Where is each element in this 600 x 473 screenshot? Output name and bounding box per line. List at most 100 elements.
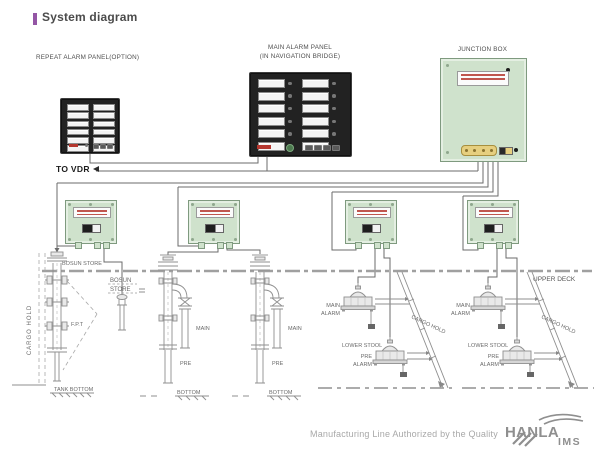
tank-bottom-text: TANK BOTTOM — [54, 387, 94, 393]
nameplate-text-line — [77, 210, 107, 212]
terminal-dot — [473, 149, 477, 152]
alarm-indicator — [332, 106, 336, 111]
cluster1-lower-stool-text: LOWER STOOL — [342, 343, 382, 349]
assembly2-pre-text: PRE — [272, 361, 284, 367]
brand-mark — [69, 144, 78, 147]
panel-button[interactable] — [100, 144, 106, 149]
alarm-indicator — [332, 132, 336, 136]
cable-gland — [226, 242, 233, 249]
alarm-window — [302, 104, 329, 114]
terminal-component — [499, 147, 513, 155]
terminal-dot — [490, 149, 494, 152]
assembly1-bottom-text: BOTTOM — [177, 390, 201, 396]
bosun-store-text: BOSUN STORE — [62, 261, 102, 267]
alarm-window — [67, 112, 89, 119]
footer-tagline: Manufacturing Line Authorized by the Qua… — [310, 429, 498, 439]
sounding-assembly-1 — [140, 254, 209, 401]
buzzer-dot[interactable] — [85, 144, 88, 147]
cable-gland — [477, 242, 484, 249]
alarm-indicator — [332, 81, 336, 86]
main-panel-label-line1: MAIN ALARM PANEL — [268, 44, 332, 51]
alarm-indicator — [288, 81, 292, 86]
panel-button[interactable] — [93, 144, 99, 149]
nameplate-text-line — [479, 210, 509, 212]
alarm-indicator — [288, 132, 292, 136]
forepeak-hull — [12, 253, 98, 386]
repeat-panel-windows-right — [93, 104, 115, 152]
cluster1-pre-text2: ALARM — [353, 362, 372, 368]
field-junction-box-1 — [65, 200, 117, 249]
cluster1-main-text2: ALARM — [321, 311, 340, 317]
main-panel-windows-right — [302, 79, 336, 151]
fpt-text: F.P.T — [71, 322, 84, 328]
cable-gland — [103, 242, 110, 249]
sounding-assembly-2 — [232, 254, 301, 401]
field-junction-box-2 — [188, 200, 240, 249]
panel-button[interactable] — [107, 144, 113, 149]
upper-deck-text: UPPER DECK — [533, 276, 576, 283]
nameplate-text-line — [357, 213, 387, 215]
screw-icon — [446, 64, 449, 67]
alarm-window — [67, 137, 89, 144]
cable-gland — [94, 242, 101, 249]
cluster2-pre-text2: ALARM — [480, 362, 499, 368]
box-nameplate — [475, 207, 513, 218]
brand-top-text: HANLA — [505, 424, 559, 441]
alarm-cluster-1 — [318, 271, 452, 389]
cluster1-main-text1: MAIN — [326, 303, 340, 309]
cable-gland — [383, 242, 390, 249]
alarm-indicator — [288, 119, 292, 124]
brand-bottom-text: IMS — [558, 436, 581, 448]
alarm-window — [93, 128, 115, 136]
brand-mark — [257, 145, 271, 149]
acknowledge-button[interactable] — [286, 144, 294, 152]
cluster2-main-text1: MAIN — [456, 303, 470, 309]
alarm-indicator — [288, 94, 292, 98]
main-panel-label: MAIN ALARM PANEL (IN NAVIGATION BRIDGE) — [245, 44, 355, 62]
float-switch-pre-2 — [499, 337, 563, 377]
tank-bottom-hatch — [50, 392, 94, 398]
alarm-window — [302, 129, 329, 139]
cable-gland — [374, 242, 381, 249]
alarm-window — [67, 104, 89, 111]
cable-gland — [198, 242, 205, 249]
main-alarm-panel — [249, 72, 352, 157]
assembly1-main-text: MAIN — [196, 326, 210, 332]
cluster2-pre-text1: PRE — [488, 354, 500, 360]
panel-button[interactable] — [332, 145, 340, 151]
alarm-window — [302, 116, 329, 126]
nameplate-text-line — [200, 213, 230, 215]
cargo-hold-vertical-text: CARGO HOLD — [27, 305, 33, 355]
assembly2-main-text: MAIN — [288, 326, 302, 332]
cluster1-pre-text1: PRE — [361, 354, 373, 360]
logo-slashes-icon — [512, 431, 538, 447]
box-chip — [362, 224, 381, 233]
float-switch-main-1 — [340, 283, 410, 329]
cable-gland — [217, 242, 224, 249]
repeat-panel-label: REPEAT ALARM PANEL(OPTION) — [36, 54, 140, 61]
title-accent-bar — [33, 13, 37, 25]
cluster2-cargo-hold-text: CARGO HOLD — [540, 314, 576, 335]
screw-icon — [506, 68, 510, 72]
float-switch-main-2 — [470, 283, 540, 329]
nameplate-text-line — [461, 78, 505, 80]
alarm-window — [258, 79, 285, 88]
screw-icon — [446, 151, 449, 154]
panel-button[interactable] — [323, 145, 331, 151]
panel-button[interactable] — [305, 145, 313, 151]
cable-gland — [496, 242, 503, 249]
field-junction-box-4 — [467, 200, 519, 249]
alarm-window — [258, 129, 285, 139]
wire-arrow — [54, 248, 60, 253]
assembly2-bottom-text: BOTTOM — [269, 390, 293, 396]
bosun-store-box: BOSUN STORE — [108, 278, 145, 294]
panel-button[interactable] — [314, 145, 322, 151]
bosun-store-sensor — [116, 294, 128, 331]
nameplate-text-line — [479, 213, 509, 215]
page-title: System diagram — [42, 10, 138, 24]
nameplate-text-line — [461, 74, 505, 76]
alarm-window — [93, 137, 115, 144]
alarm-window — [67, 145, 89, 152]
